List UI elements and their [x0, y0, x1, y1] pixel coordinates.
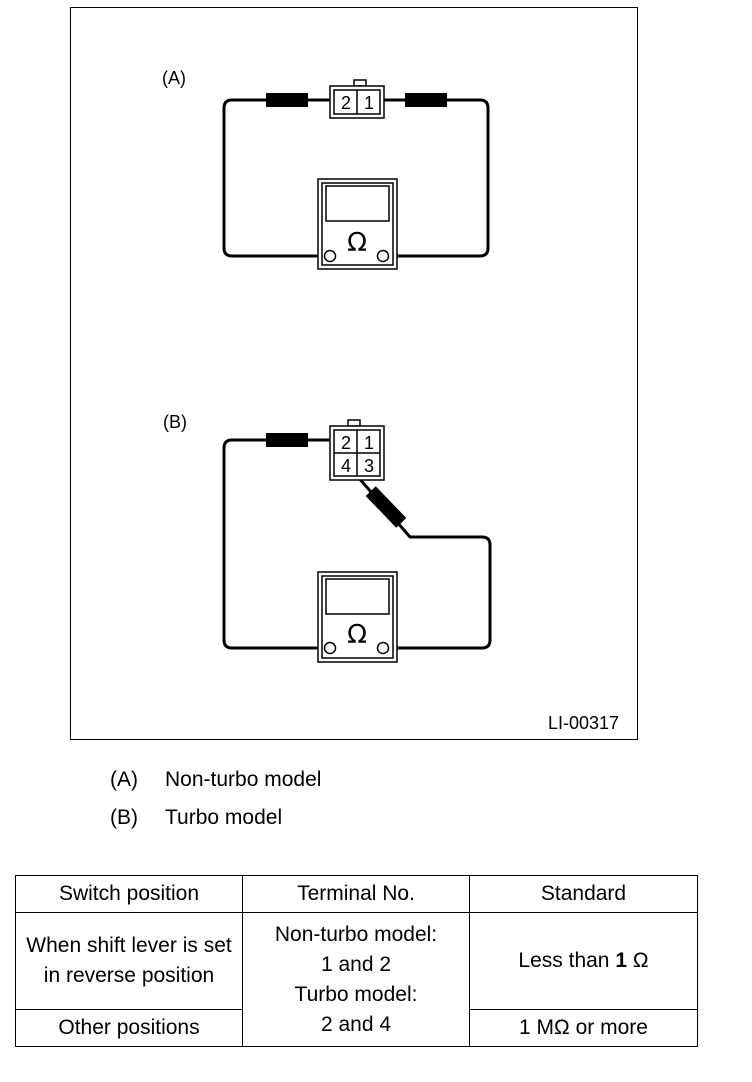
- switch-position-reverse: When shift lever is set in reverse posit…: [15, 912, 243, 1010]
- figure-frame: [70, 7, 638, 740]
- figure-code: LI-00317: [548, 713, 619, 733]
- ohm-symbol-a: Ω: [347, 228, 367, 258]
- wire-a-right: [381, 98, 490, 258]
- legend-item-b: (B) Turbo model: [110, 806, 282, 830]
- header-standard: Standard: [469, 875, 698, 913]
- table-header-row: Switch position Terminal No. Standard: [15, 875, 698, 913]
- connector-b-terminal-3: 3: [364, 456, 374, 476]
- probe-tip-a-right: [405, 93, 447, 107]
- connector-b: [329, 419, 385, 481]
- ohmmeter-b: [317, 571, 398, 663]
- diagram-label-a: (A): [162, 68, 186, 88]
- header-switch-position: Switch position: [15, 875, 243, 913]
- connector-a-terminal-2: 2: [341, 93, 351, 113]
- standard-reverse: Less than 1 Ω: [469, 912, 698, 1010]
- legend-text-a: Non-turbo model: [165, 768, 322, 791]
- standard-reverse-unit: Ω: [627, 949, 649, 972]
- terminal-no-cell: Non-turbo model: 1 and 2 Turbo model: 2 …: [242, 912, 470, 1047]
- standard-reverse-value: 1: [615, 949, 628, 972]
- legend-text-b: Turbo model: [165, 806, 283, 829]
- wire-b-left: [222, 438, 332, 650]
- standard-other: 1 MΩ or more: [469, 1009, 698, 1047]
- probe-tip-b-left: [266, 433, 308, 447]
- connector-b-terminal-2: 2: [341, 433, 351, 453]
- spec-table: Switch position Terminal No. Standard Wh…: [15, 875, 698, 1047]
- header-terminal-no: Terminal No.: [242, 875, 470, 913]
- wire-b-probe: [343, 460, 492, 650]
- table-row: Other positions 1 MΩ or more: [15, 1009, 698, 1047]
- terminal-line-3: Turbo model:: [294, 982, 418, 1006]
- legend-key-a: (A): [110, 768, 138, 791]
- probe-tip-a-left: [266, 93, 308, 107]
- connector-a-terminal-1: 1: [364, 93, 374, 113]
- connector-b-terminal-1: 1: [364, 433, 374, 453]
- legend-item-a: (A) Non-turbo model: [110, 768, 321, 792]
- terminal-line-2: 1 and 2: [320, 952, 392, 976]
- terminal-line-1: Non-turbo model:: [274, 922, 438, 946]
- connector-a: [329, 79, 385, 119]
- legend-key-b: (B): [110, 806, 138, 829]
- ohm-symbol-b: Ω: [347, 620, 367, 650]
- switch-position-other: Other positions: [15, 1009, 243, 1047]
- terminal-line-4: 2 and 4: [320, 1012, 392, 1036]
- diagram-label-b: (B): [163, 412, 187, 432]
- ohmmeter-a: [317, 178, 398, 270]
- circuit-diagram: 2 1 2 1 4 3 Ω Ω (A) (B) LI-00317: [162, 68, 619, 733]
- wire-a-left: [222, 98, 332, 258]
- table-row: When shift lever is set in reverse posit…: [15, 912, 698, 1047]
- standard-reverse-prefix: Less than: [518, 949, 616, 972]
- probe-tip-b-diagonal: [365, 486, 407, 528]
- connector-b-terminal-4: 4: [341, 456, 351, 476]
